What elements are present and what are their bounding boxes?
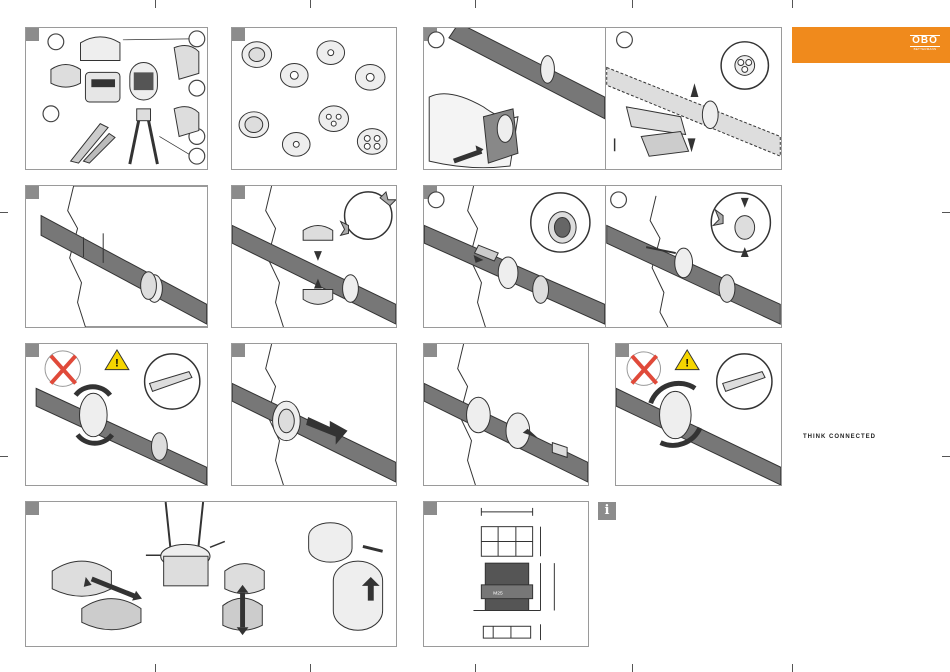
brand-tagline: THINK CONNECTED	[803, 434, 876, 440]
disassembly-illustration	[26, 502, 396, 646]
crop-mark	[310, 0, 311, 8]
crop-mark	[942, 456, 950, 457]
step-panel-warning-no-tool: !	[25, 343, 208, 486]
seal-inserts-illustration	[232, 28, 396, 169]
crop-mark	[942, 212, 950, 213]
wall-prepare-illustration	[26, 186, 207, 327]
crop-mark	[310, 664, 311, 672]
step-panel-push-gland	[231, 343, 397, 486]
seal-clamp-illustration	[232, 186, 396, 327]
crop-mark	[475, 0, 476, 8]
tighten-nut-illustration	[424, 344, 588, 485]
crop-mark	[0, 456, 8, 457]
crop-mark	[0, 212, 8, 213]
crop-mark	[792, 664, 793, 672]
svg-text:!: !	[685, 358, 689, 370]
components-illustration	[26, 28, 207, 169]
dimension-drawing: M25	[424, 502, 588, 646]
warning-no-tool-illustration: !	[26, 344, 207, 485]
step-panel-insert-gland	[423, 185, 606, 328]
info-icon: i	[598, 502, 616, 520]
crop-mark	[792, 0, 793, 8]
crop-mark	[632, 0, 633, 8]
logo-wordmark: OBO	[910, 35, 940, 47]
push-gland-illustration	[232, 344, 396, 485]
svg-text:!: !	[115, 358, 119, 370]
step-panel-seals	[231, 27, 397, 170]
step-panel-components	[25, 27, 208, 170]
crop-mark	[155, 664, 156, 672]
step-panel-dimensions: M25	[423, 501, 589, 647]
cable-cleaning-illustration	[424, 28, 605, 169]
step-panel-seal-clamp	[231, 185, 397, 328]
step-panel-disassembly	[25, 501, 397, 647]
crop-mark	[155, 0, 156, 8]
step-panel-wall-prepare	[25, 185, 208, 328]
step-panel-cable-split	[606, 27, 782, 170]
brand-bar: OBO BETTERMANN	[792, 27, 950, 63]
compress-seal-illustration	[606, 186, 781, 327]
warning-hand-tighten-illustration: !	[616, 344, 781, 485]
crop-mark	[632, 664, 633, 672]
step-panel-cable-cleaning	[423, 27, 606, 170]
step-panel-compress-seal	[606, 185, 782, 328]
cable-split-illustration	[606, 28, 781, 169]
step-panel-warning-hand-tighten: !	[615, 343, 782, 486]
insert-gland-illustration	[424, 186, 605, 327]
crop-mark	[475, 664, 476, 672]
step-panel-tighten-nut	[423, 343, 589, 486]
obo-logo: OBO BETTERMANN	[910, 35, 940, 52]
thread-size-label: M25	[493, 591, 503, 597]
logo-subtitle: BETTERMANN	[910, 47, 940, 52]
